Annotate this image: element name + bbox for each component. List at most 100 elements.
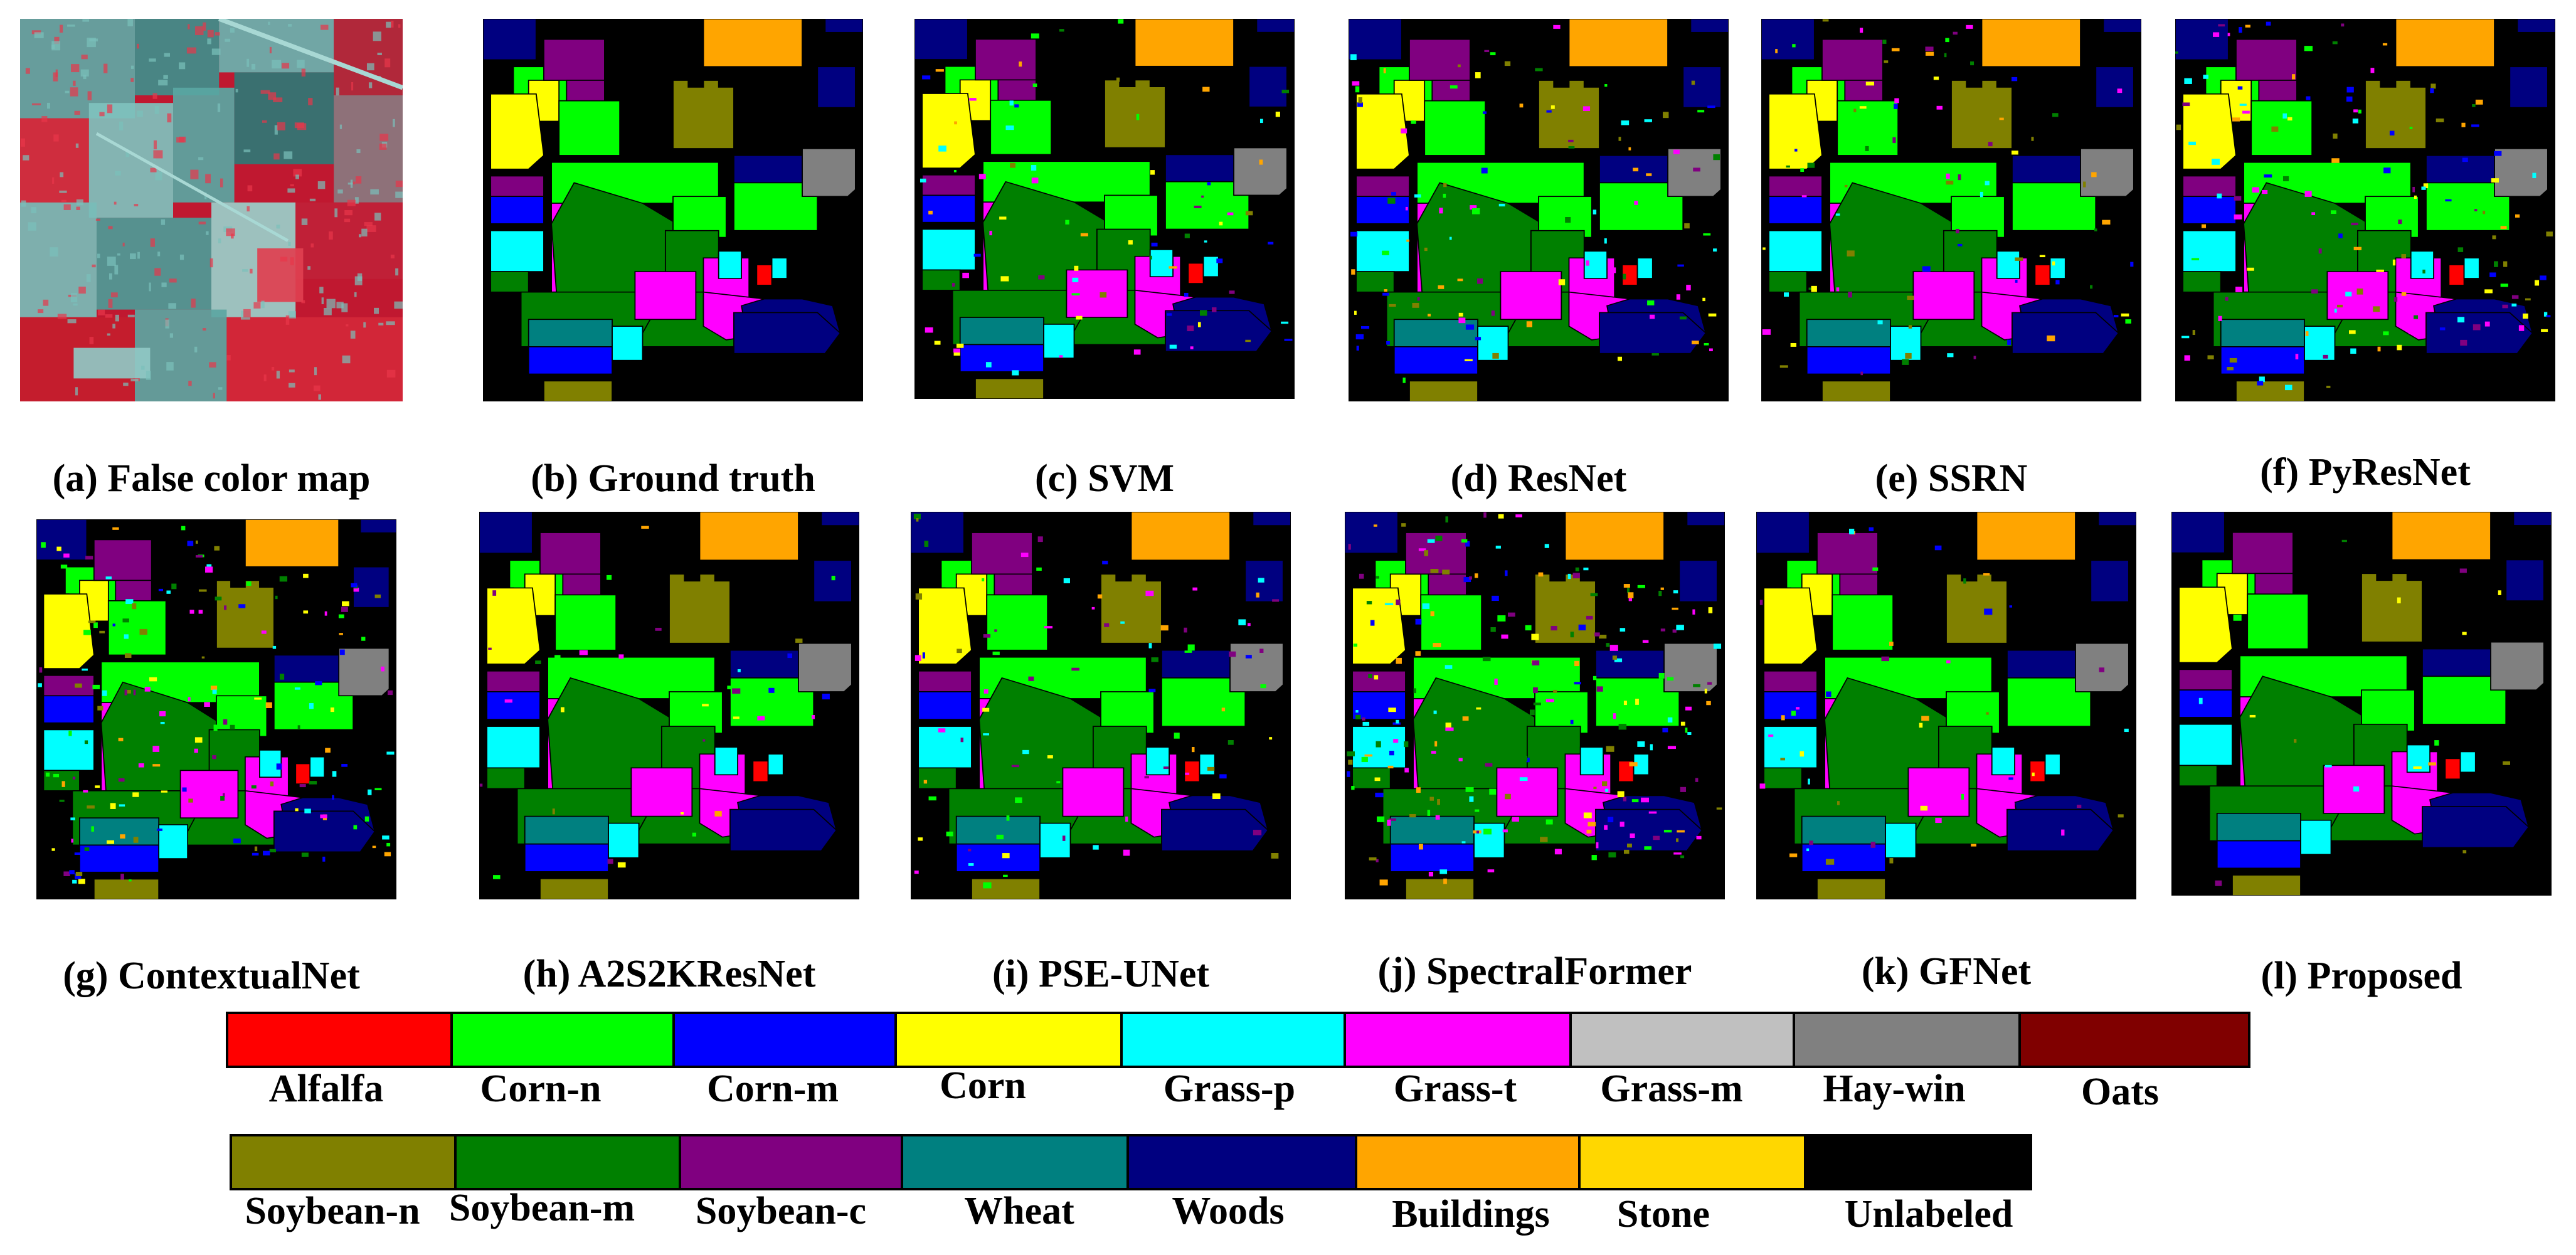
region-corn xyxy=(2182,93,2237,170)
misclassified-pixel xyxy=(1806,848,1810,852)
region-corn-m xyxy=(486,691,541,720)
misclassified-pixel xyxy=(1032,83,1037,87)
misclassified-pixel xyxy=(1465,541,1470,547)
region-woods xyxy=(2422,806,2530,849)
misclassified-pixel xyxy=(120,643,124,648)
misclassified-pixel xyxy=(1462,716,1469,721)
region-wheat xyxy=(524,815,609,845)
misclassified-pixel xyxy=(702,704,709,707)
misclassified-pixel xyxy=(1629,762,1638,766)
misclassified-pixel xyxy=(1412,302,1419,308)
misclassified-pixel xyxy=(1594,632,1600,637)
texture-speck xyxy=(207,38,211,45)
misclassified-pixel xyxy=(294,687,300,690)
misclassified-pixel xyxy=(1229,651,1236,657)
texture-speck xyxy=(260,90,270,94)
misclassified-pixel xyxy=(2010,802,2015,807)
misclassified-pixel xyxy=(1604,84,1608,87)
misclassified-pixel xyxy=(149,677,157,682)
misclassified-pixel xyxy=(973,253,981,257)
misclassified-pixel xyxy=(1791,711,1796,716)
region-soybean-c xyxy=(997,79,1037,105)
texture-speck xyxy=(321,297,324,305)
misclassified-pixel xyxy=(2336,304,2343,308)
texture-speck xyxy=(324,308,332,315)
misclassified-pixel xyxy=(2032,772,2035,776)
misclassified-pixel xyxy=(1192,587,1198,591)
region-woods xyxy=(1595,808,1703,852)
misclassified-pixel xyxy=(1800,168,1805,172)
region-soybean-c xyxy=(1355,175,1410,198)
misclassified-pixel xyxy=(928,796,936,801)
misclassified-pixel xyxy=(1623,701,1627,706)
texture-speck xyxy=(60,24,63,33)
texture-speck xyxy=(393,119,395,127)
texture-speck xyxy=(243,309,251,318)
misclassified-pixel xyxy=(72,776,76,780)
misclassified-pixel xyxy=(1199,310,1207,316)
texture-speck xyxy=(167,113,172,123)
misclassified-pixel xyxy=(1877,320,1883,325)
region-woods xyxy=(273,810,376,853)
misclassified-pixel xyxy=(1947,353,1954,357)
misclassified-pixel xyxy=(2474,209,2478,211)
region-grass-p xyxy=(612,326,644,361)
texture-speck xyxy=(284,151,293,159)
misclassified-pixel xyxy=(2047,335,2055,342)
misclassified-pixel xyxy=(1495,546,1501,549)
region-corn-m xyxy=(2182,196,2237,225)
texture-speck xyxy=(137,110,143,117)
misclassified-pixel xyxy=(2318,248,2322,254)
misclassified-pixel xyxy=(1512,792,1518,797)
misclassified-pixel xyxy=(1388,707,1396,712)
texture-speck xyxy=(51,41,61,51)
misclassified-pixel xyxy=(2175,51,2178,54)
misclassified-pixel xyxy=(157,829,162,831)
misclassified-pixel xyxy=(2118,814,2124,818)
misclassified-pixel xyxy=(1775,49,1778,53)
misclassified-pixel xyxy=(2191,258,2200,261)
misclassified-pixel xyxy=(2287,117,2292,121)
misclassified-pixel xyxy=(2012,151,2018,155)
misclassified-pixel xyxy=(1063,578,1070,583)
texture-speck xyxy=(23,155,29,161)
texture-speck xyxy=(368,82,373,88)
misclassified-pixel xyxy=(1135,314,1140,320)
misclassified-pixel xyxy=(1428,314,1431,317)
texture-speck xyxy=(43,299,49,306)
region-woods xyxy=(824,19,863,33)
texture-speck xyxy=(70,293,78,303)
misclassified-pixel xyxy=(1100,292,1107,298)
misclassified-pixel xyxy=(353,588,359,592)
misclassified-pixel xyxy=(1437,798,1440,805)
texture-speck xyxy=(141,366,145,370)
region-soybean-n xyxy=(1951,80,2013,149)
misclassified-pixel xyxy=(133,837,139,843)
misclassified-pixel xyxy=(607,575,612,580)
misclassified-pixel xyxy=(1801,195,1807,198)
misclassified-pixel xyxy=(2428,762,2436,766)
region-corn-n xyxy=(986,594,1049,651)
misclassified-pixel xyxy=(1187,644,1195,651)
misclassified-pixel xyxy=(1133,349,1141,355)
misclassified-pixel xyxy=(1695,778,1699,782)
road-line xyxy=(218,19,403,90)
texture-speck xyxy=(288,311,296,319)
misclassified-pixel xyxy=(2304,191,2312,197)
misclassified-pixel xyxy=(2124,728,2129,733)
misclassified-pixel xyxy=(1009,100,1014,106)
misclassified-pixel xyxy=(353,825,358,830)
misclassified-pixel xyxy=(1174,733,1180,739)
region-hay-win xyxy=(802,148,856,198)
misclassified-pixel xyxy=(922,652,925,659)
misclassified-pixel xyxy=(1401,523,1406,527)
misclassified-pixel xyxy=(1519,777,1528,781)
region-corn xyxy=(1768,93,1823,170)
legend-swatch-oats xyxy=(2021,1014,2248,1066)
misclassified-pixel xyxy=(994,629,997,632)
misclassified-pixel xyxy=(1439,208,1443,214)
misclassified-pixel xyxy=(188,697,191,702)
texture-speck xyxy=(53,72,58,82)
road-line xyxy=(95,132,289,242)
misclassified-pixel xyxy=(1504,61,1511,66)
